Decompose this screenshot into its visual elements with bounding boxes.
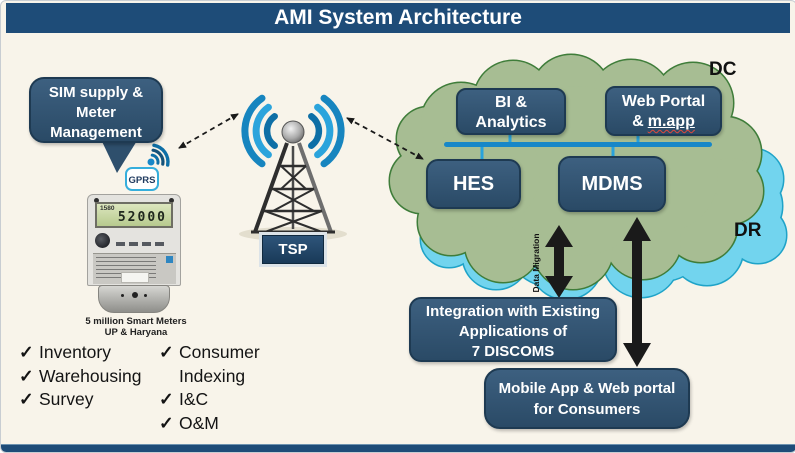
gprs-signal-icon <box>147 143 170 167</box>
tsp-label: TSP <box>262 235 324 264</box>
meter-logo-chip <box>166 256 173 263</box>
mobile-app-web-portal-box: Mobile App & Web portal for Consumers <box>484 368 690 429</box>
gprs-chip-label: GPRS <box>125 167 159 191</box>
list-item: ✓ Consumer Indexing <box>159 341 291 388</box>
terminal-seal <box>144 294 147 297</box>
meter-terminal-cover <box>98 285 170 313</box>
dc-label: DC <box>709 59 737 80</box>
list-item: ✓ Inventory <box>19 341 159 365</box>
list-item: ✓ Survey <box>19 388 159 412</box>
meter-lcd-small-value: 1580 <box>100 205 115 212</box>
checklist-label: I&C <box>179 389 209 409</box>
smart-meter-image: 1580 52000 <box>87 194 181 286</box>
check-icon: ✓ <box>159 389 174 409</box>
check-icon: ✓ <box>159 342 174 362</box>
meter-sticker <box>121 272 149 283</box>
check-icon: ✓ <box>19 342 34 362</box>
meter-caption: 5 million Smart Meters UP & Haryana <box>85 316 187 338</box>
check-icon: ✓ <box>159 412 174 433</box>
ampersand: & <box>632 113 644 130</box>
dr-label: DR <box>734 220 762 241</box>
web-portal-line1: Web Portal <box>621 93 706 110</box>
list-item: ✓ I&C <box>159 388 291 412</box>
checklist-label: Inventory <box>39 342 111 362</box>
check-icon: ✓ <box>19 365 34 386</box>
cell-tower-icon <box>251 120 335 234</box>
meter-screw <box>94 198 99 203</box>
checklist-label: Survey <box>39 389 94 409</box>
mdms-to-consumers-arrow <box>623 217 651 367</box>
link-meter-to-tower <box>178 113 239 149</box>
checklist-label: Consumer Indexing <box>179 342 260 386</box>
m-app-label: m.app <box>647 113 695 130</box>
checklist-label: O&M <box>179 412 219 433</box>
cloud-connectors <box>480 134 640 160</box>
meter-screw <box>169 198 174 203</box>
check-icon: ✓ <box>19 389 34 409</box>
terminal-seal <box>121 294 124 297</box>
data-migration-label: Data Migration <box>531 233 541 293</box>
bottom-frame-bar <box>1 444 795 452</box>
meter-optical-port <box>95 233 110 248</box>
sim-supply-bubble: SIM supply & Meter Management <box>29 77 163 143</box>
web-portal-line2: &m.app <box>607 112 720 132</box>
web-portal-box: Web Portal &m.app <box>605 86 722 136</box>
cloud-bus-line <box>444 142 712 147</box>
data-migration-arrow <box>545 225 573 298</box>
meter-lcd-display: 1580 52000 <box>95 202 173 228</box>
bi-analytics-box: BI & Analytics <box>456 88 566 135</box>
terminal-seal <box>132 292 138 298</box>
meter-lcd-reading: 52000 <box>117 210 167 225</box>
mdms-box: MDMS <box>558 156 666 212</box>
integration-discoms-box: Integration with Existing Applications o… <box>409 297 617 362</box>
checklist-right: ✓ Consumer Indexing ✓ I&C ✓ O&M <box>159 341 291 435</box>
radio-waves-icon <box>241 94 345 168</box>
checklist-left: ✓ Inventory ✓ Warehousing ✓ Survey <box>19 341 159 412</box>
page-title: AMI System Architecture <box>6 3 790 33</box>
meter-buttons <box>116 233 176 246</box>
hes-box: HES <box>426 159 521 209</box>
list-item: ✓ O&M <box>159 412 291 436</box>
meter-nameplate <box>93 253 176 284</box>
list-item: ✓ Warehousing <box>19 365 159 389</box>
checklist-label: Warehousing <box>39 365 142 386</box>
